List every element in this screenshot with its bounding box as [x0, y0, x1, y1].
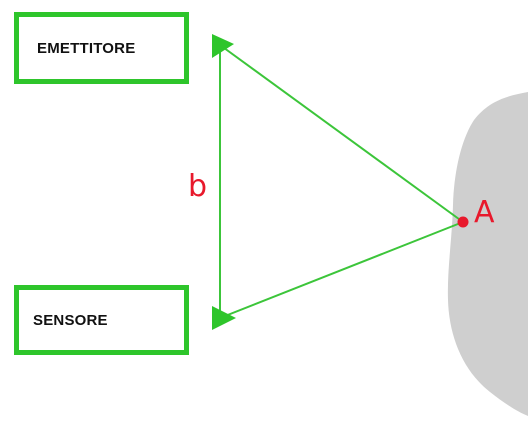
emitter-marker [212, 34, 234, 58]
sensor-box: SENSORE [14, 285, 189, 355]
target-surface [447, 92, 528, 416]
emitted-beam [219, 44, 464, 223]
reflected-beam [219, 221, 464, 319]
emitter-label: EMETTITORE [37, 39, 136, 57]
sensor-label: SENSORE [33, 311, 108, 329]
baseline-label: b [188, 169, 207, 204]
target-point-label: A [474, 195, 495, 230]
sensor-marker [212, 306, 236, 330]
emitter-box: EMETTITORE [14, 12, 189, 84]
target-point-dot [457, 216, 469, 228]
